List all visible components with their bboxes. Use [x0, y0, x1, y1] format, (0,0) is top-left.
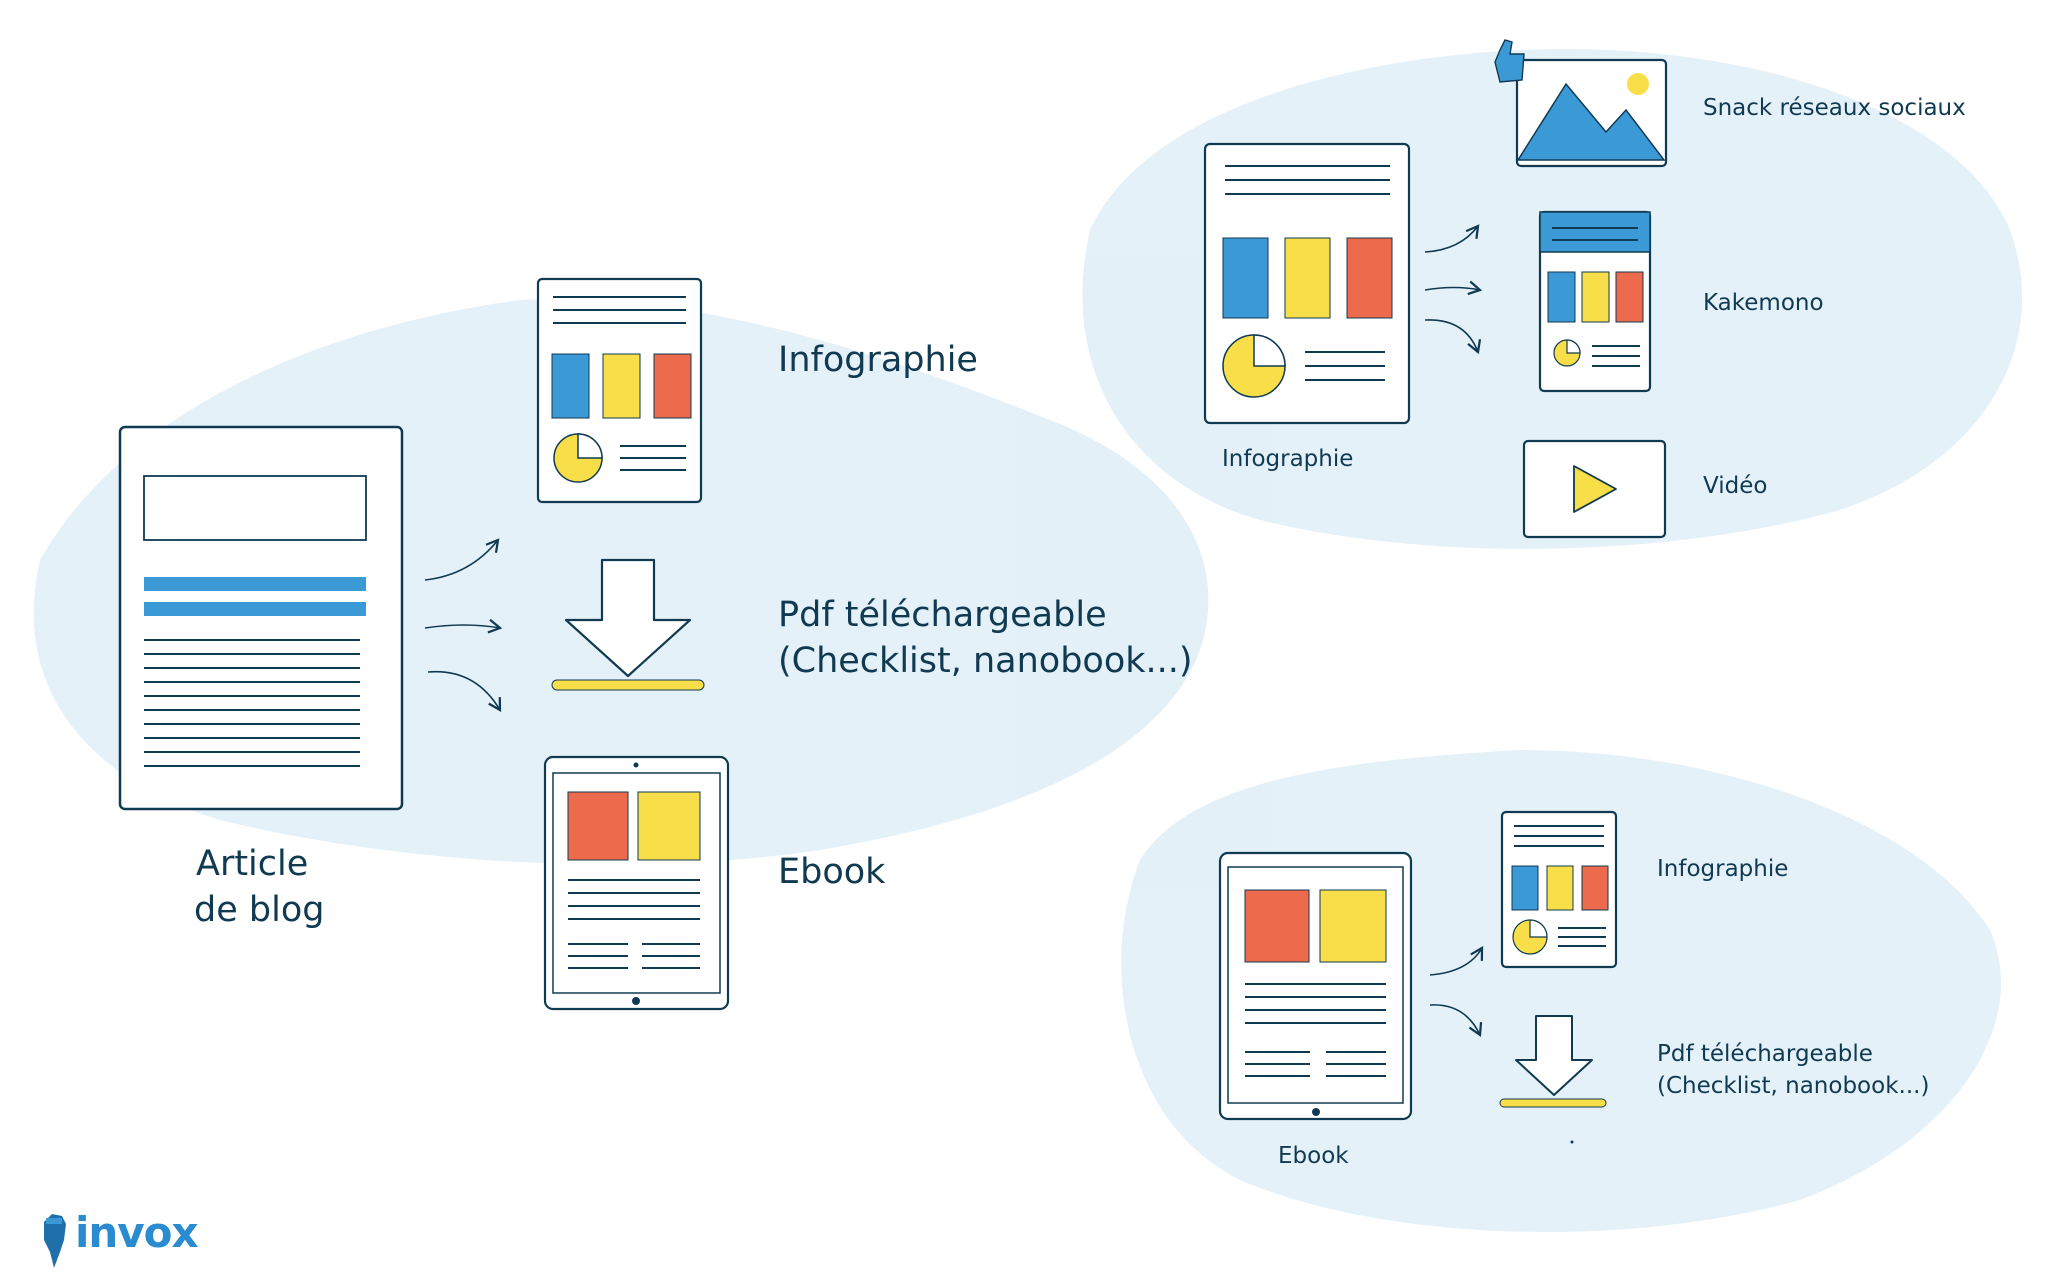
download-arrow-icon [551, 558, 705, 691]
main-ebook-label: Ebook [778, 852, 886, 892]
article-label-line1: Article [196, 844, 309, 884]
cluster-infographie-arrows [1424, 224, 1483, 355]
cluster-ebook-infographie-icon [1500, 810, 1618, 969]
infographie-icon [536, 277, 703, 504]
article-document [118, 425, 404, 811]
video-label: Vidéo [1703, 473, 1768, 499]
cluster-ebook-source-icon [1218, 851, 1413, 1121]
main-infographie-label: Infographie [778, 340, 978, 380]
main-pdf-label-line2: (Checklist, nanobook...) [778, 641, 1193, 681]
ebook-tablet-icon [543, 755, 730, 1011]
cluster-ebook-infographie-label: Infographie [1657, 856, 1789, 882]
cluster-ebook-pdf-label-line1: Pdf téléchargeable [1657, 1041, 1873, 1067]
article-label-line2: de blog [194, 890, 325, 930]
cluster-infographie-source-label: Infographie [1222, 446, 1354, 472]
kakemono-icon [1538, 210, 1652, 393]
social-snack-icon [1494, 39, 1668, 168]
main-pdf-label-line1: Pdf téléchargeable [778, 595, 1107, 635]
cluster-infographie-source-icon [1203, 142, 1411, 425]
brand-logo: invox [75, 1208, 199, 1257]
snack-label: Snack réseaux sociaux [1703, 95, 1966, 121]
fist-pen-icon [44, 1214, 66, 1268]
cluster-ebook-arrows [1429, 946, 1484, 1038]
cluster-ebook-download-icon [1499, 1015, 1607, 1144]
cluster-ebook-pdf-label-line2: (Checklist, nanobook...) [1657, 1073, 1930, 1099]
kakemono-label: Kakemono [1703, 290, 1824, 316]
video-play-icon [1522, 439, 1667, 539]
cluster-ebook-source-label: Ebook [1278, 1143, 1349, 1169]
main-arrows [424, 538, 503, 712]
